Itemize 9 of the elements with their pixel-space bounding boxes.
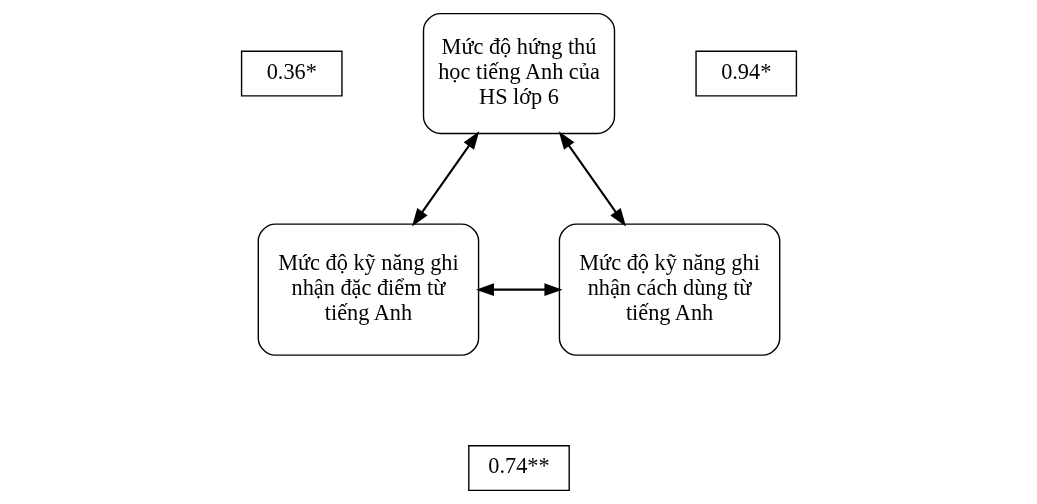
arrow <box>475 283 563 296</box>
node-box: Mức độ kỹ năng ghi nhận cách dùng từ tiếng Anh <box>558 223 780 356</box>
node-box: Mức độ kỹ năng ghi nhận đặc điểm từ tiếng Anh <box>257 223 479 356</box>
arrow <box>411 131 479 227</box>
node-box: 0.36* <box>240 50 343 97</box>
node-box: 0.74** <box>467 445 570 492</box>
node-box: 0.94* <box>694 50 797 97</box>
arrow <box>558 131 626 227</box>
node-box: Mức độ hứng thú học tiếng Anh của HS lớp 6 <box>422 12 615 135</box>
